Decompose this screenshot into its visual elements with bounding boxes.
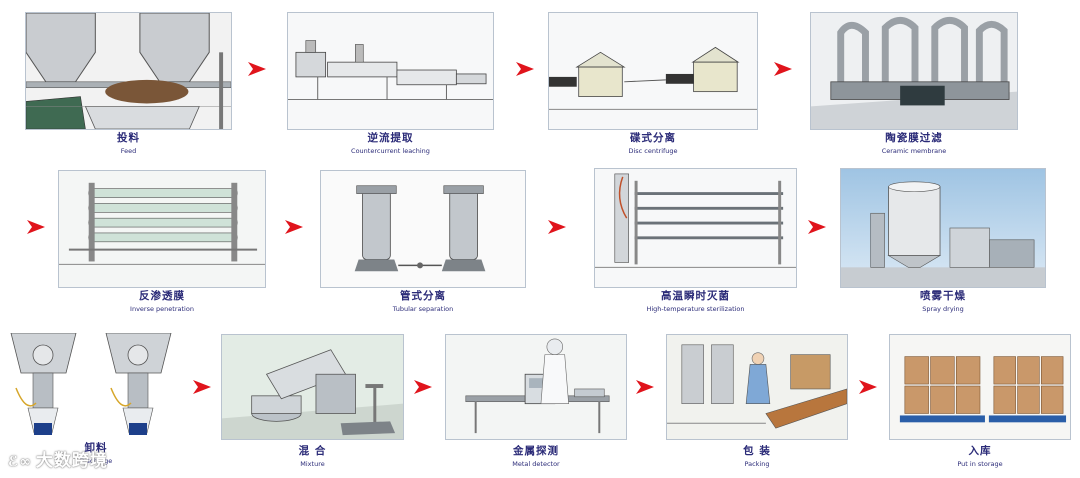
watermark-logo-icon: ℰ∞	[8, 454, 32, 470]
step-name-cn: 高温瞬时灭菌	[661, 290, 730, 302]
step-name-en: Put in storage	[957, 459, 1003, 468]
storage-illustration	[889, 334, 1071, 440]
step-metal-detector: 金属探测 Metal detector	[445, 334, 627, 474]
step-name-en: Mixture	[300, 459, 325, 468]
step-disc-centrifuge: 碟式分离 Disc centrifuge	[548, 12, 758, 177]
step-feed: 投料 Feed	[25, 12, 232, 177]
step-ceramic-membrane: 陶瓷膜过滤 Ceramic membrane	[810, 12, 1018, 177]
chevron-right-icon	[774, 62, 792, 76]
step-high-temperature-sterilization: 高温瞬时灭菌 High-temperature sterilization	[594, 168, 797, 320]
step-tubular-separation: 管式分离 Tubular separation	[320, 170, 526, 320]
step-countercurrent-leaching: 逆流提取 Countercurrent leaching	[287, 12, 494, 177]
step-name-en: Ceramic membrane	[881, 146, 947, 155]
tubular-separation-illustration	[320, 170, 526, 288]
step-put-in-storage: 入库 Put in storage	[889, 334, 1071, 474]
disc-centrifuge-illustration	[548, 12, 758, 130]
step-name-en: Spray drying	[922, 304, 964, 313]
step-name-en: Disc centrifuge	[628, 146, 678, 155]
step-name-cn: 喷雾干燥	[920, 290, 966, 302]
reverse-osmosis-illustration	[58, 170, 266, 288]
step-name-cn: 混 合	[298, 445, 327, 457]
watermark-text: 大数跨境	[35, 451, 108, 471]
mixture-label: 混 合 Mixture	[221, 446, 404, 467]
metal-detector-illustration	[445, 334, 627, 440]
step-spray-drying: 喷雾干燥 Spray drying	[840, 168, 1046, 320]
step-name-cn: 碟式分离	[630, 132, 676, 144]
step-name-en: Countercurrent leaching	[351, 146, 430, 155]
chevron-right-icon	[285, 220, 303, 234]
chevron-right-icon	[808, 220, 826, 234]
chevron-right-icon	[414, 380, 432, 394]
packing-label: 包 装 Packing	[666, 446, 848, 467]
step-name-en: Feed	[120, 146, 137, 155]
step-name-en: Packing	[744, 459, 770, 468]
chevron-right-icon	[193, 380, 211, 394]
spray-drying-illustration	[840, 168, 1046, 288]
chevron-right-icon	[636, 380, 654, 394]
sterilization-illustration	[594, 168, 797, 288]
leaching-illustration	[287, 12, 494, 130]
disc-centrifuge-label: 碟式分离 Disc centrifuge	[548, 133, 758, 154]
ceramic-membrane-label: 陶瓷膜过滤 Ceramic membrane	[810, 133, 1018, 154]
metal-detector-label: 金属探测 Metal detector	[445, 446, 627, 467]
spray-drying-label: 喷雾干燥 Spray drying	[840, 291, 1046, 312]
step-name-cn: 逆流提取	[367, 132, 414, 144]
step-mixture: 混 合 Mixture	[221, 334, 404, 474]
step-packing: 包 装 Packing	[666, 334, 848, 474]
step-name-en: Metal detector	[512, 459, 560, 468]
step-name-en: Tubular separation	[392, 304, 454, 313]
step-name-cn: 包 装	[743, 445, 771, 457]
step-discharge: 卸料 Discharge	[6, 333, 186, 473]
feed-illustration	[25, 12, 232, 130]
step-name-cn: 卸料	[84, 442, 108, 454]
discharge-illustration	[6, 333, 186, 439]
packing-illustration	[666, 334, 848, 440]
step-name-cn: 投料	[117, 132, 140, 144]
storage-label: 入库 Put in storage	[889, 446, 1071, 467]
inverse-penetration-label: 反渗透膜 Inverse penetration	[58, 291, 266, 312]
tubular-separation-label: 管式分离 Tubular separation	[320, 291, 526, 312]
chevron-right-icon	[27, 220, 45, 234]
step-name-en: High-temperature sterilization	[646, 304, 745, 313]
step-name-cn: 反渗透膜	[139, 290, 185, 302]
feed-label: 投料 Feed	[25, 133, 232, 154]
step-inverse-penetration: 反渗透膜 Inverse penetration	[58, 170, 266, 320]
leaching-label: 逆流提取 Countercurrent leaching	[287, 133, 494, 154]
discharge-label: 卸料 Discharge	[6, 443, 186, 464]
chevron-right-icon	[248, 62, 266, 76]
chevron-right-icon	[548, 220, 566, 234]
sterilization-label: 高温瞬时灭菌 High-temperature sterilization	[594, 291, 797, 312]
step-name-en: Discharge	[79, 456, 113, 465]
chevron-right-icon	[516, 62, 534, 76]
mixture-illustration	[221, 334, 404, 440]
step-name-en: Inverse penetration	[130, 304, 194, 313]
step-name-cn: 管式分离	[400, 290, 446, 302]
watermark: ℰ∞大数跨境	[8, 446, 108, 471]
step-name-cn: 入库	[968, 445, 992, 457]
step-name-cn: 陶瓷膜过滤	[885, 132, 943, 144]
ceramic-membrane-illustration	[810, 12, 1018, 130]
chevron-right-icon	[859, 380, 877, 394]
step-name-cn: 金属探测	[513, 445, 559, 457]
